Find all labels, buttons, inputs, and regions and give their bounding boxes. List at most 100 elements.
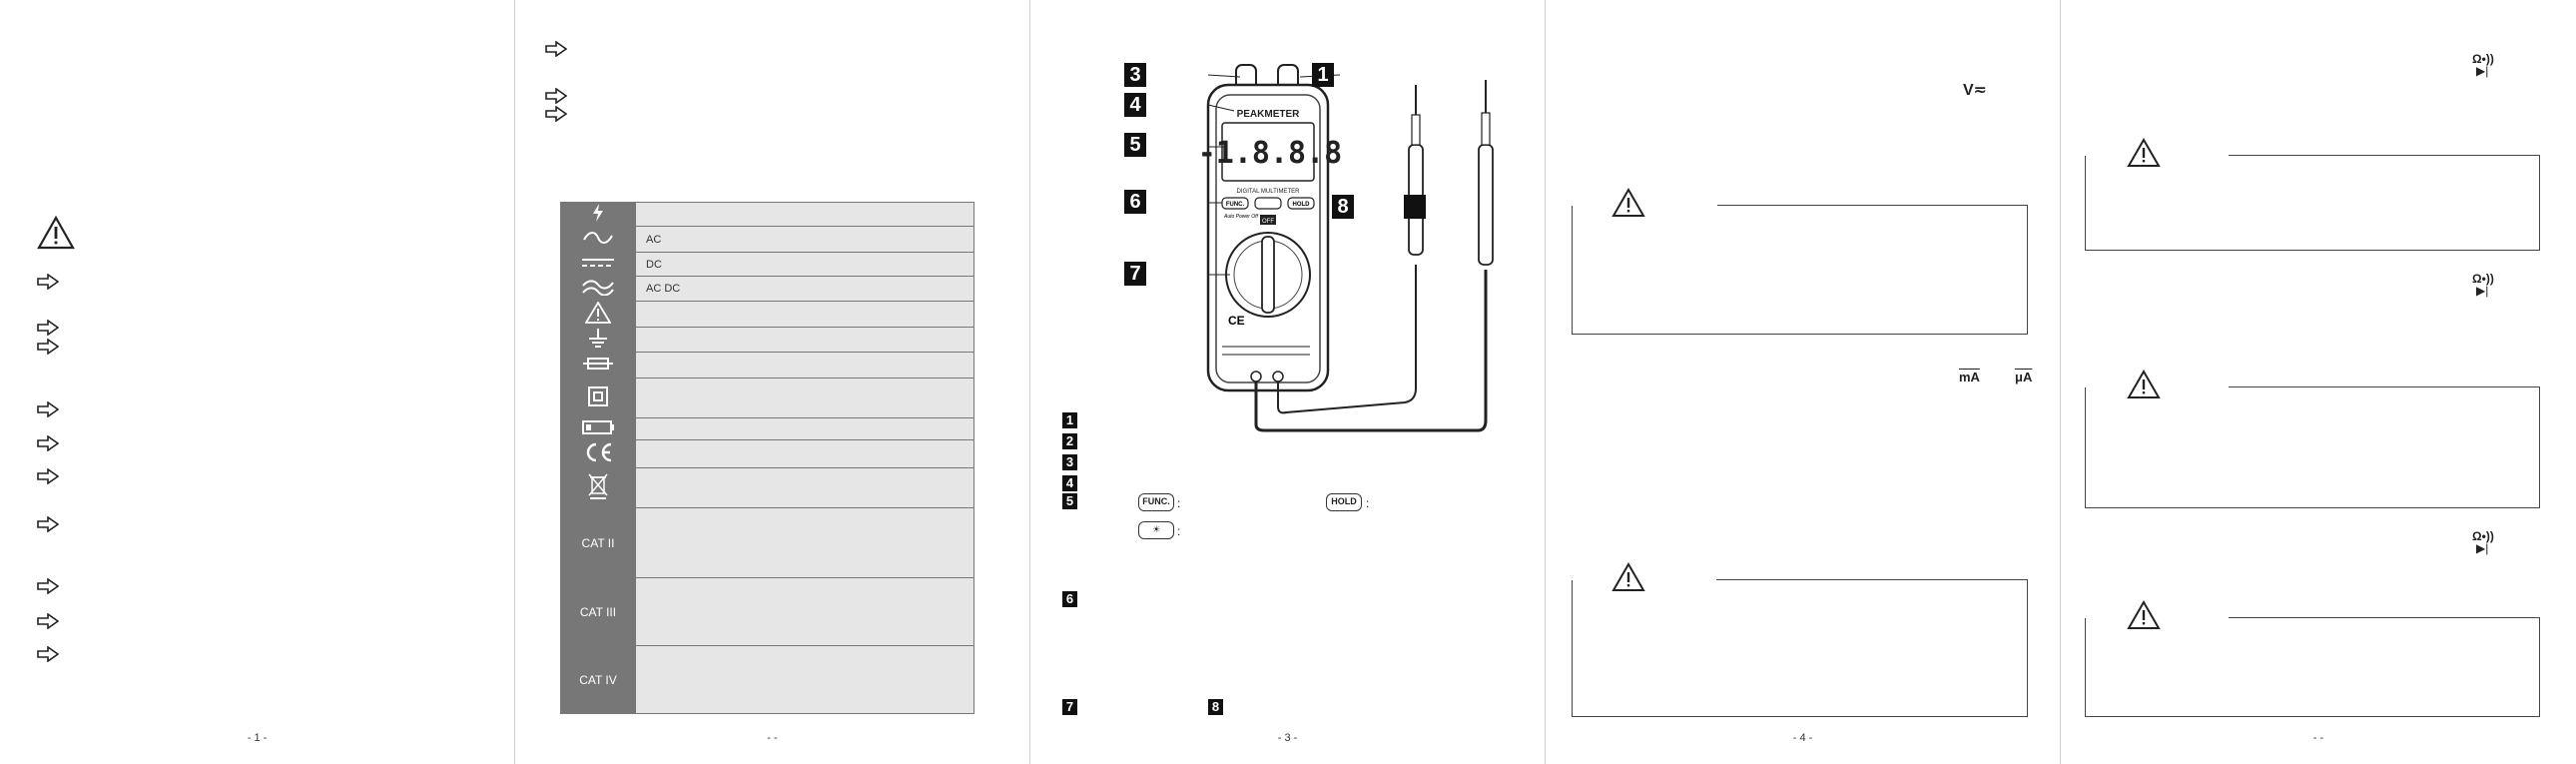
legend-item-8: 8 bbox=[1208, 699, 1223, 715]
brand-label: PEAKMETER bbox=[1237, 109, 1301, 120]
table-row bbox=[560, 378, 974, 418]
arrow-bullet-icon bbox=[37, 401, 59, 417]
ohm-diode-icon: Ω•)) bbox=[2472, 529, 2494, 543]
warning-icon bbox=[1611, 562, 1645, 591]
table-row: DC bbox=[560, 252, 974, 277]
legend-colon: : bbox=[1177, 496, 1181, 510]
warning-icon bbox=[2127, 370, 2161, 398]
device-func-button: FUNC. bbox=[1226, 202, 1245, 208]
legend-colon: : bbox=[1177, 524, 1181, 538]
page-4: V≂ mA μA - 4 - bbox=[1546, 0, 2061, 764]
device-hold-button: HOLD bbox=[1293, 202, 1311, 208]
page-number: - 4 - bbox=[1792, 732, 1813, 744]
warning-box bbox=[1572, 205, 2028, 335]
warning-box-rule bbox=[1717, 205, 2028, 206]
svg-text:CE: CE bbox=[1228, 314, 1245, 328]
warning-box-rule bbox=[1572, 579, 1716, 580]
battery-icon bbox=[560, 417, 636, 440]
table-row: AC DC bbox=[560, 276, 974, 302]
auto-off-label: Auto Power Off bbox=[1223, 214, 1259, 220]
lcd-digits: -1.8.8.8 bbox=[1198, 136, 1343, 171]
warning-box bbox=[2085, 386, 2540, 508]
page-2: - - bbox=[515, 0, 1030, 764]
page-number: - - bbox=[767, 732, 778, 744]
arrow-bullet-icon bbox=[37, 274, 59, 290]
page-5: Ω•)) ▶| Ω•)) ▶| Ω•)) ▶| - - bbox=[2061, 0, 2576, 764]
callout-3: 4 bbox=[1124, 93, 1146, 117]
ohm-diode-icon: Ω•)) bbox=[2472, 272, 2494, 286]
diode-symbol-icon: ▶| bbox=[2476, 541, 2489, 555]
microamp-unit-label: μA bbox=[2015, 370, 2033, 384]
callout-6: 7 bbox=[1124, 262, 1146, 286]
callout-4: 5 bbox=[1124, 133, 1146, 157]
arrow-bullet-icon bbox=[37, 578, 59, 594]
warning-box-rule bbox=[2085, 617, 2229, 618]
arrow-bullet-icon bbox=[37, 646, 59, 662]
table-row: CAT III bbox=[560, 577, 974, 646]
legend-item-2: 2 bbox=[1062, 433, 1077, 449]
page-number: - - bbox=[2312, 732, 2324, 744]
legend-item-4: 4 bbox=[1062, 475, 1077, 491]
page-1: - 1 - bbox=[0, 0, 515, 764]
table-row: CAT II bbox=[560, 507, 974, 578]
voltage-unit-label: V≂ bbox=[1963, 82, 1988, 99]
weee-bin-icon bbox=[560, 467, 636, 508]
arrow-bullet-icon bbox=[37, 613, 59, 629]
legend-item-5: 5 bbox=[1062, 493, 1077, 509]
table-row bbox=[560, 301, 974, 328]
table-row: CAT IV bbox=[560, 645, 974, 714]
warning-box-rule bbox=[2085, 155, 2229, 156]
ac-dc-icon bbox=[560, 276, 636, 302]
arrow-bullet-icon bbox=[545, 88, 567, 104]
warning-box bbox=[1572, 579, 2028, 717]
cat-label: CAT II bbox=[560, 507, 636, 578]
lightning-icon bbox=[560, 202, 636, 227]
page-3: PEAKMETER -1.8.8.8 DIGITAL MULTIMETER FU… bbox=[1030, 0, 1546, 764]
warning-icon bbox=[1611, 188, 1645, 217]
callout-7: 8 bbox=[1332, 195, 1354, 219]
milliamp-unit-label: mA bbox=[1959, 370, 1980, 384]
cat-label: CAT III bbox=[560, 577, 636, 646]
symbol-table: AC DC AC DC CAT II CAT I bbox=[560, 202, 974, 714]
diode-symbol-icon: ▶| bbox=[2476, 284, 2489, 298]
warning-box-rule bbox=[2085, 386, 2229, 387]
warning-box bbox=[2085, 155, 2540, 251]
off-label: OFF bbox=[1262, 219, 1274, 225]
warning-icon bbox=[2127, 600, 2161, 629]
legend-colon: : bbox=[1366, 496, 1370, 510]
callout-5: 6 bbox=[1124, 190, 1146, 214]
double-insulation-icon bbox=[560, 378, 636, 418]
diode-symbol-icon: ▶| bbox=[2476, 64, 2489, 78]
table-row bbox=[560, 202, 974, 227]
cat-label: CAT IV bbox=[560, 645, 636, 714]
table-row bbox=[560, 467, 974, 508]
arrow-bullet-icon bbox=[37, 516, 59, 532]
arrow-bullet-icon bbox=[545, 41, 567, 57]
arrow-bullet-icon bbox=[37, 468, 59, 484]
dc-icon bbox=[560, 252, 636, 277]
legend-item-6: 6 bbox=[1062, 591, 1077, 607]
table-row: AC bbox=[560, 226, 974, 253]
table-row bbox=[560, 327, 974, 353]
ac-wave-icon bbox=[560, 226, 636, 253]
ground-icon bbox=[560, 327, 636, 353]
warning-box bbox=[2085, 617, 2540, 717]
legend-item-7: 7 bbox=[1062, 699, 1077, 715]
table-row bbox=[560, 352, 974, 379]
legend-item-3: 3 bbox=[1062, 454, 1077, 470]
page-number: - 1 - bbox=[247, 732, 268, 744]
callout-2: 3 bbox=[1124, 63, 1146, 87]
page-number: - 3 - bbox=[1277, 732, 1298, 744]
table-row bbox=[560, 439, 974, 468]
func-key-icon: FUNC. bbox=[1138, 493, 1174, 511]
arrow-bullet-icon bbox=[37, 339, 59, 355]
ce-mark-icon bbox=[560, 439, 636, 468]
fuse-icon bbox=[560, 352, 636, 379]
multimeter-illustration: PEAKMETER -1.8.8.8 DIGITAL MULTIMETER FU… bbox=[1198, 64, 1494, 432]
callout-1b: 1 bbox=[1312, 63, 1334, 87]
warning-icon bbox=[37, 216, 75, 250]
warning-icon bbox=[2127, 138, 2161, 167]
arrow-bullet-icon bbox=[37, 435, 59, 451]
legend-item-1: 1 bbox=[1062, 412, 1077, 428]
callout-8 bbox=[1404, 195, 1426, 219]
